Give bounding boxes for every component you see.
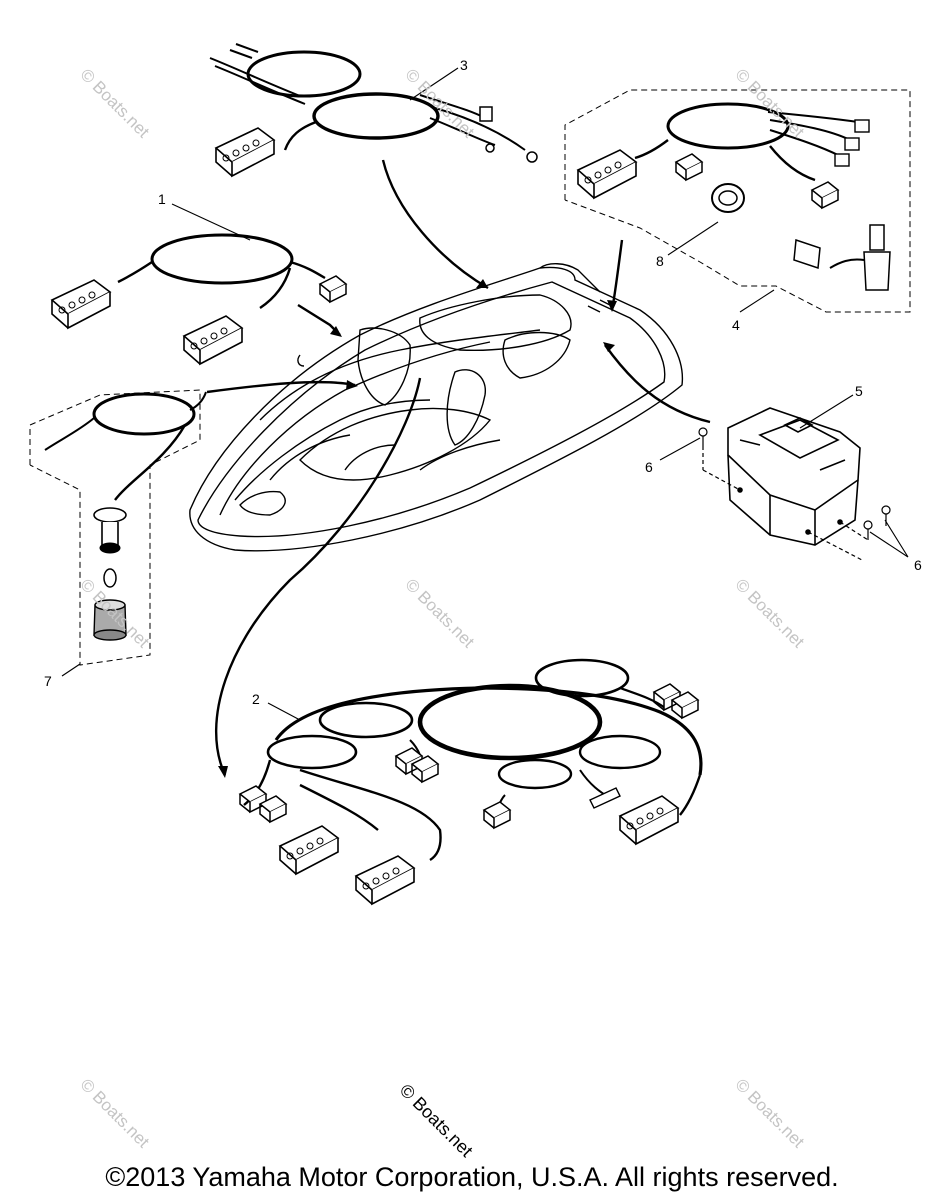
wiring-harness-3 [209,43,538,177]
wiring-harness-1 [51,233,347,365]
boat-hull [189,263,684,552]
callout-leaders [61,67,909,721]
callout-4: 4 [732,317,740,333]
callout-3: 3 [460,57,468,73]
arrow-heads [218,279,617,778]
callout-1: 1 [158,191,166,207]
wiring-harness-4 [564,89,911,313]
battery-box-5 [727,407,861,546]
wiring-harness-2 [239,658,703,905]
callout-6b: 6 [914,557,922,573]
screws-6 [698,427,891,561]
callout-5: 5 [855,383,863,399]
assembly-arrows [206,159,711,776]
navigation-light-7 [29,389,207,666]
copyright-footer: ©2013 Yamaha Motor Corporation, U.S.A. A… [105,1162,839,1192]
callout-7: 7 [44,673,52,689]
callout-2: 2 [252,691,260,707]
callout-6: 6 [645,459,653,475]
callout-8: 8 [656,253,664,269]
